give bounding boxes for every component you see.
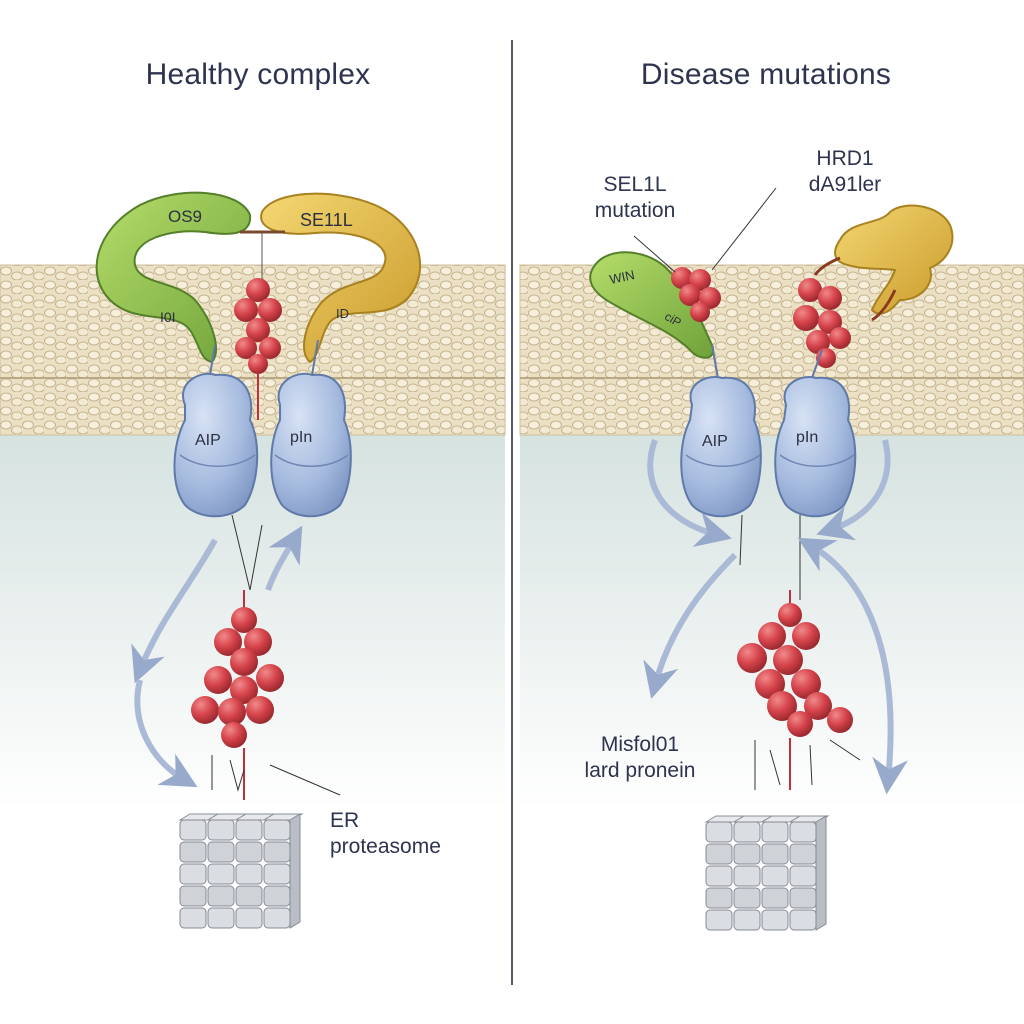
hrd1-channel-left-b: pIn	[270, 339, 352, 518]
arrow-left-1	[131, 538, 218, 684]
sel1l-callout-line	[633, 235, 676, 273]
os9-lower-text: I0I	[160, 309, 176, 325]
cytosol-aggregate-left	[191, 590, 341, 800]
sel1l-mutation-label: SEL1L mutation	[594, 173, 676, 222]
os9-protein: OS9 I0I	[95, 191, 252, 364]
er-proteasome-label: ER proteasome	[330, 809, 441, 858]
sel1l-lower-text: ID	[336, 306, 349, 321]
arrow-left-3	[265, 525, 303, 592]
misfolded-protein-label: Misfol01 lard pronein	[584, 733, 696, 782]
left-cylinder-b-text: pIn	[290, 429, 312, 446]
hrd1-channel-right-a: AIP	[680, 344, 762, 518]
mutation-aggregate-right-b	[793, 278, 851, 368]
hrd1-channel-right-b: pIn	[774, 349, 857, 518]
sel1l-label: SE11L	[300, 210, 353, 230]
left-cylinder-a-text: AIP	[195, 432, 221, 449]
hrd1-callout-line	[711, 187, 777, 271]
arrow-left-2	[134, 679, 198, 788]
proteasome-left	[178, 813, 304, 929]
disease-panel-title: Disease mutations	[640, 58, 892, 91]
arrow-right-3	[816, 439, 891, 541]
proteasome-right	[704, 815, 830, 931]
mutation-aggregate-right-a	[671, 267, 721, 322]
right-thread-1	[739, 514, 743, 566]
hrd1-label: HRD1 dA91ler	[808, 147, 882, 196]
sel1l-protein: SE11L ID	[260, 192, 422, 364]
right-cylinder-b-text: pIn	[796, 429, 818, 446]
arrow-right-1	[647, 438, 732, 548]
green-mutant-text: WIN	[608, 267, 636, 287]
right-cylinder-a-text: AIP	[702, 433, 728, 450]
hrd1-channel-left-a: AIP	[173, 344, 259, 518]
arrow-right-2	[643, 552, 738, 699]
left-thread-2	[249, 524, 263, 591]
healthy-panel-title: Healthy complex	[145, 58, 371, 91]
arrow-right-4	[797, 537, 909, 795]
cytosol-right	[520, 430, 1024, 810]
cytosol-aggregate-right	[737, 590, 861, 790]
os9-label: OS9	[168, 207, 202, 226]
membrane-aggregate-left	[234, 278, 282, 420]
hrd1-mutant-protein	[813, 204, 954, 322]
sel1l-mutant-protein: WIN ciP	[589, 251, 715, 359]
left-thread-1	[231, 514, 251, 591]
